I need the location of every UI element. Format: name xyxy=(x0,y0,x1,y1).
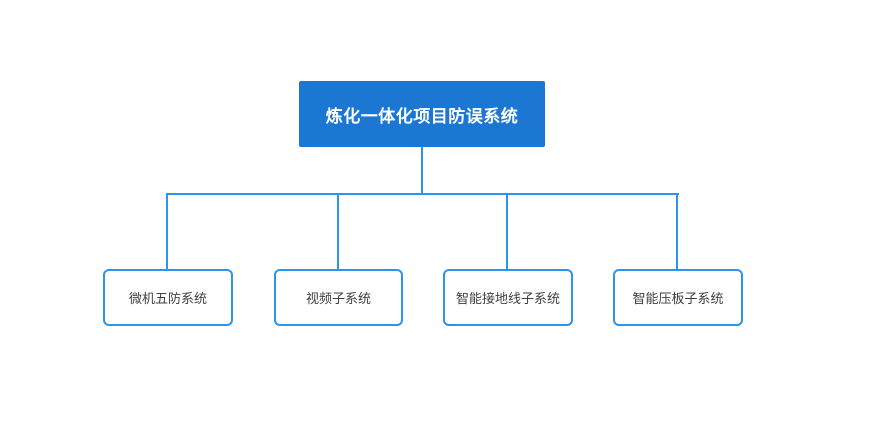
connector-rail xyxy=(166,193,679,195)
connector-drop-3 xyxy=(506,193,508,270)
root-node[interactable]: 炼化一体化项目防误系统 xyxy=(299,81,545,147)
connector-drop-1 xyxy=(166,193,168,270)
child-node-grounding-wire-subsystem[interactable]: 智能接地线子系统 xyxy=(443,269,573,326)
child-node-wujifangwu[interactable]: 微机五防系统 xyxy=(103,269,233,326)
connector-root-stem xyxy=(421,147,423,195)
child-node-video-subsystem[interactable]: 视频子系统 xyxy=(274,269,403,326)
child-node-pressure-plate-subsystem[interactable]: 智能压板子系统 xyxy=(613,269,743,326)
connector-drop-2 xyxy=(337,193,339,270)
connector-drop-4 xyxy=(676,193,678,270)
